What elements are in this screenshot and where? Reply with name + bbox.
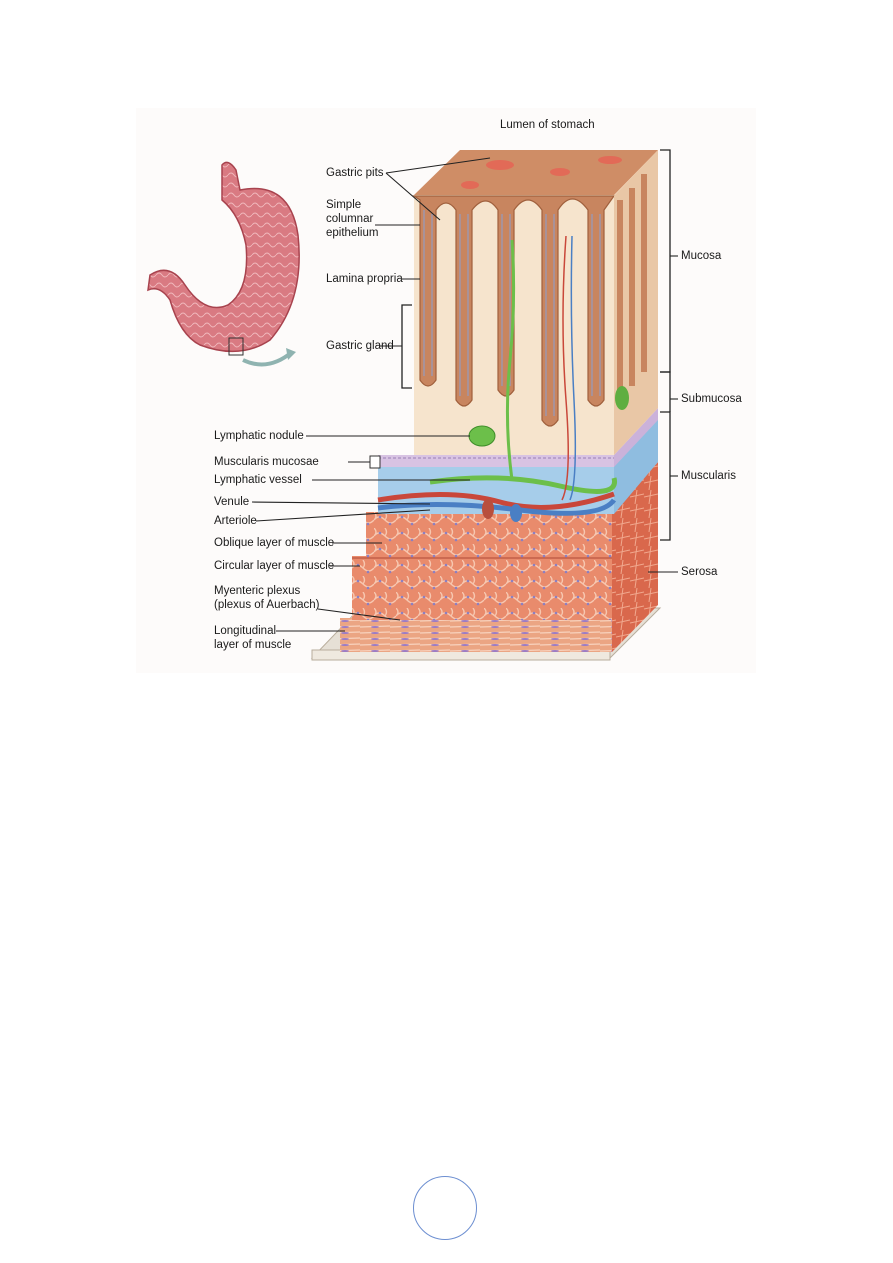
simple-columnar-epithelium-label: Simple columnar epithelium: [326, 198, 378, 240]
myenteric-plexus-label: Myenteric plexus (plexus of Auerbach): [214, 584, 319, 612]
gastric-pits-label: Gastric pits: [326, 167, 384, 179]
venule-label: Venule: [214, 496, 250, 508]
oblique-layer-label: Oblique layer of muscle: [214, 537, 335, 549]
lamina-propria-label: Lamina propria: [326, 273, 403, 285]
stomach-icon: [147, 161, 300, 367]
longitudinal-layer-label: Longitudinal layer of muscle: [214, 624, 291, 652]
lymphatic-vessel-label: Lymphatic vessel: [214, 474, 302, 486]
muscularis-label: Muscularis: [681, 470, 736, 482]
circular-layer: [352, 556, 614, 620]
epithelium-label-line-2: columnar: [326, 213, 374, 225]
oblique-layer: [366, 512, 616, 558]
page-number-circle: [413, 1176, 477, 1240]
diagram-artwork: [147, 149, 678, 661]
muscle-side-face: [612, 462, 658, 652]
longitudinal-label-line-1: Longitudinal: [214, 625, 277, 637]
lumen-label: Lumen of stomach: [500, 119, 595, 131]
muscularis-mucosae-label: Muscularis mucosae: [214, 456, 319, 468]
leader-lines: [251, 157, 678, 632]
epithelium-label-line-3: epithelium: [326, 227, 379, 239]
longitudinal-label-line-2: layer of muscle: [214, 639, 292, 651]
submucosa-label: Submucosa: [681, 393, 742, 405]
lymphatic-vessel-line: [429, 475, 618, 494]
stomach-wall-diagram: Lumen of stomach Gastric pits Simple col…: [147, 119, 742, 661]
longitudinal-layer: [340, 618, 612, 652]
mucosa-label: Mucosa: [681, 250, 722, 262]
epithelium-label-line-1: Simple: [326, 199, 362, 211]
serosa-label: Serosa: [681, 566, 718, 578]
myenteric-label-line-1: Myenteric plexus: [214, 585, 301, 597]
lymphatic-nodule: [468, 425, 496, 447]
gastric-gland-label: Gastric gland: [326, 340, 394, 352]
arteriole-vessel: [377, 491, 615, 510]
arteriole-label: Arteriole: [214, 515, 257, 527]
circular-layer-label: Circular layer of muscle: [214, 560, 335, 572]
lymphatic-nodule-label: Lymphatic nodule: [214, 430, 304, 442]
myenteric-label-line-2: (plexus of Auerbach): [214, 599, 320, 611]
